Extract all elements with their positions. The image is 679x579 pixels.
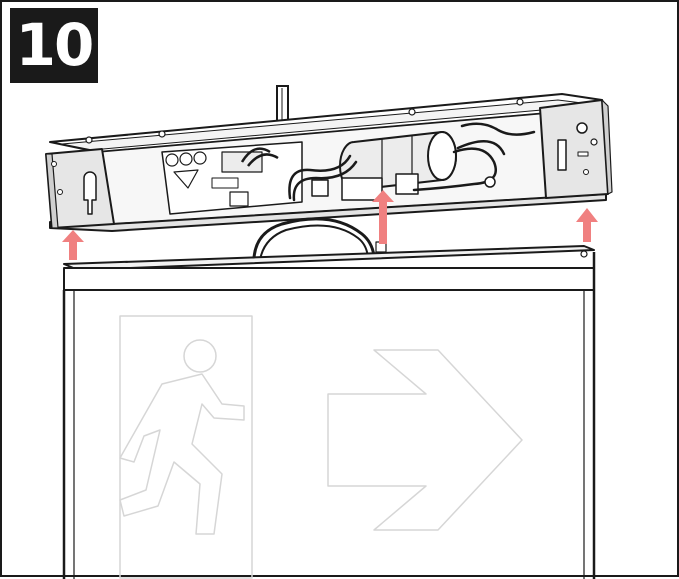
up-arrow-icon <box>62 230 84 260</box>
exit-sign-panel <box>62 241 596 579</box>
up-arrow-icon <box>372 190 394 244</box>
left-end-bracket <box>45 148 115 229</box>
right-arrow-icon <box>327 349 523 531</box>
internal-wiring <box>288 122 536 202</box>
up-arrow-icon <box>576 208 598 242</box>
hanging-rod <box>276 85 289 125</box>
right-end-bracket <box>539 99 613 199</box>
alignment-arrows <box>62 190 598 260</box>
housing-body <box>49 93 607 232</box>
battery-pack <box>311 131 457 201</box>
running-man-icon <box>119 315 253 579</box>
connection-cable <box>252 217 376 261</box>
driver-board <box>161 141 303 215</box>
step-number-badge: 10 <box>10 8 98 83</box>
